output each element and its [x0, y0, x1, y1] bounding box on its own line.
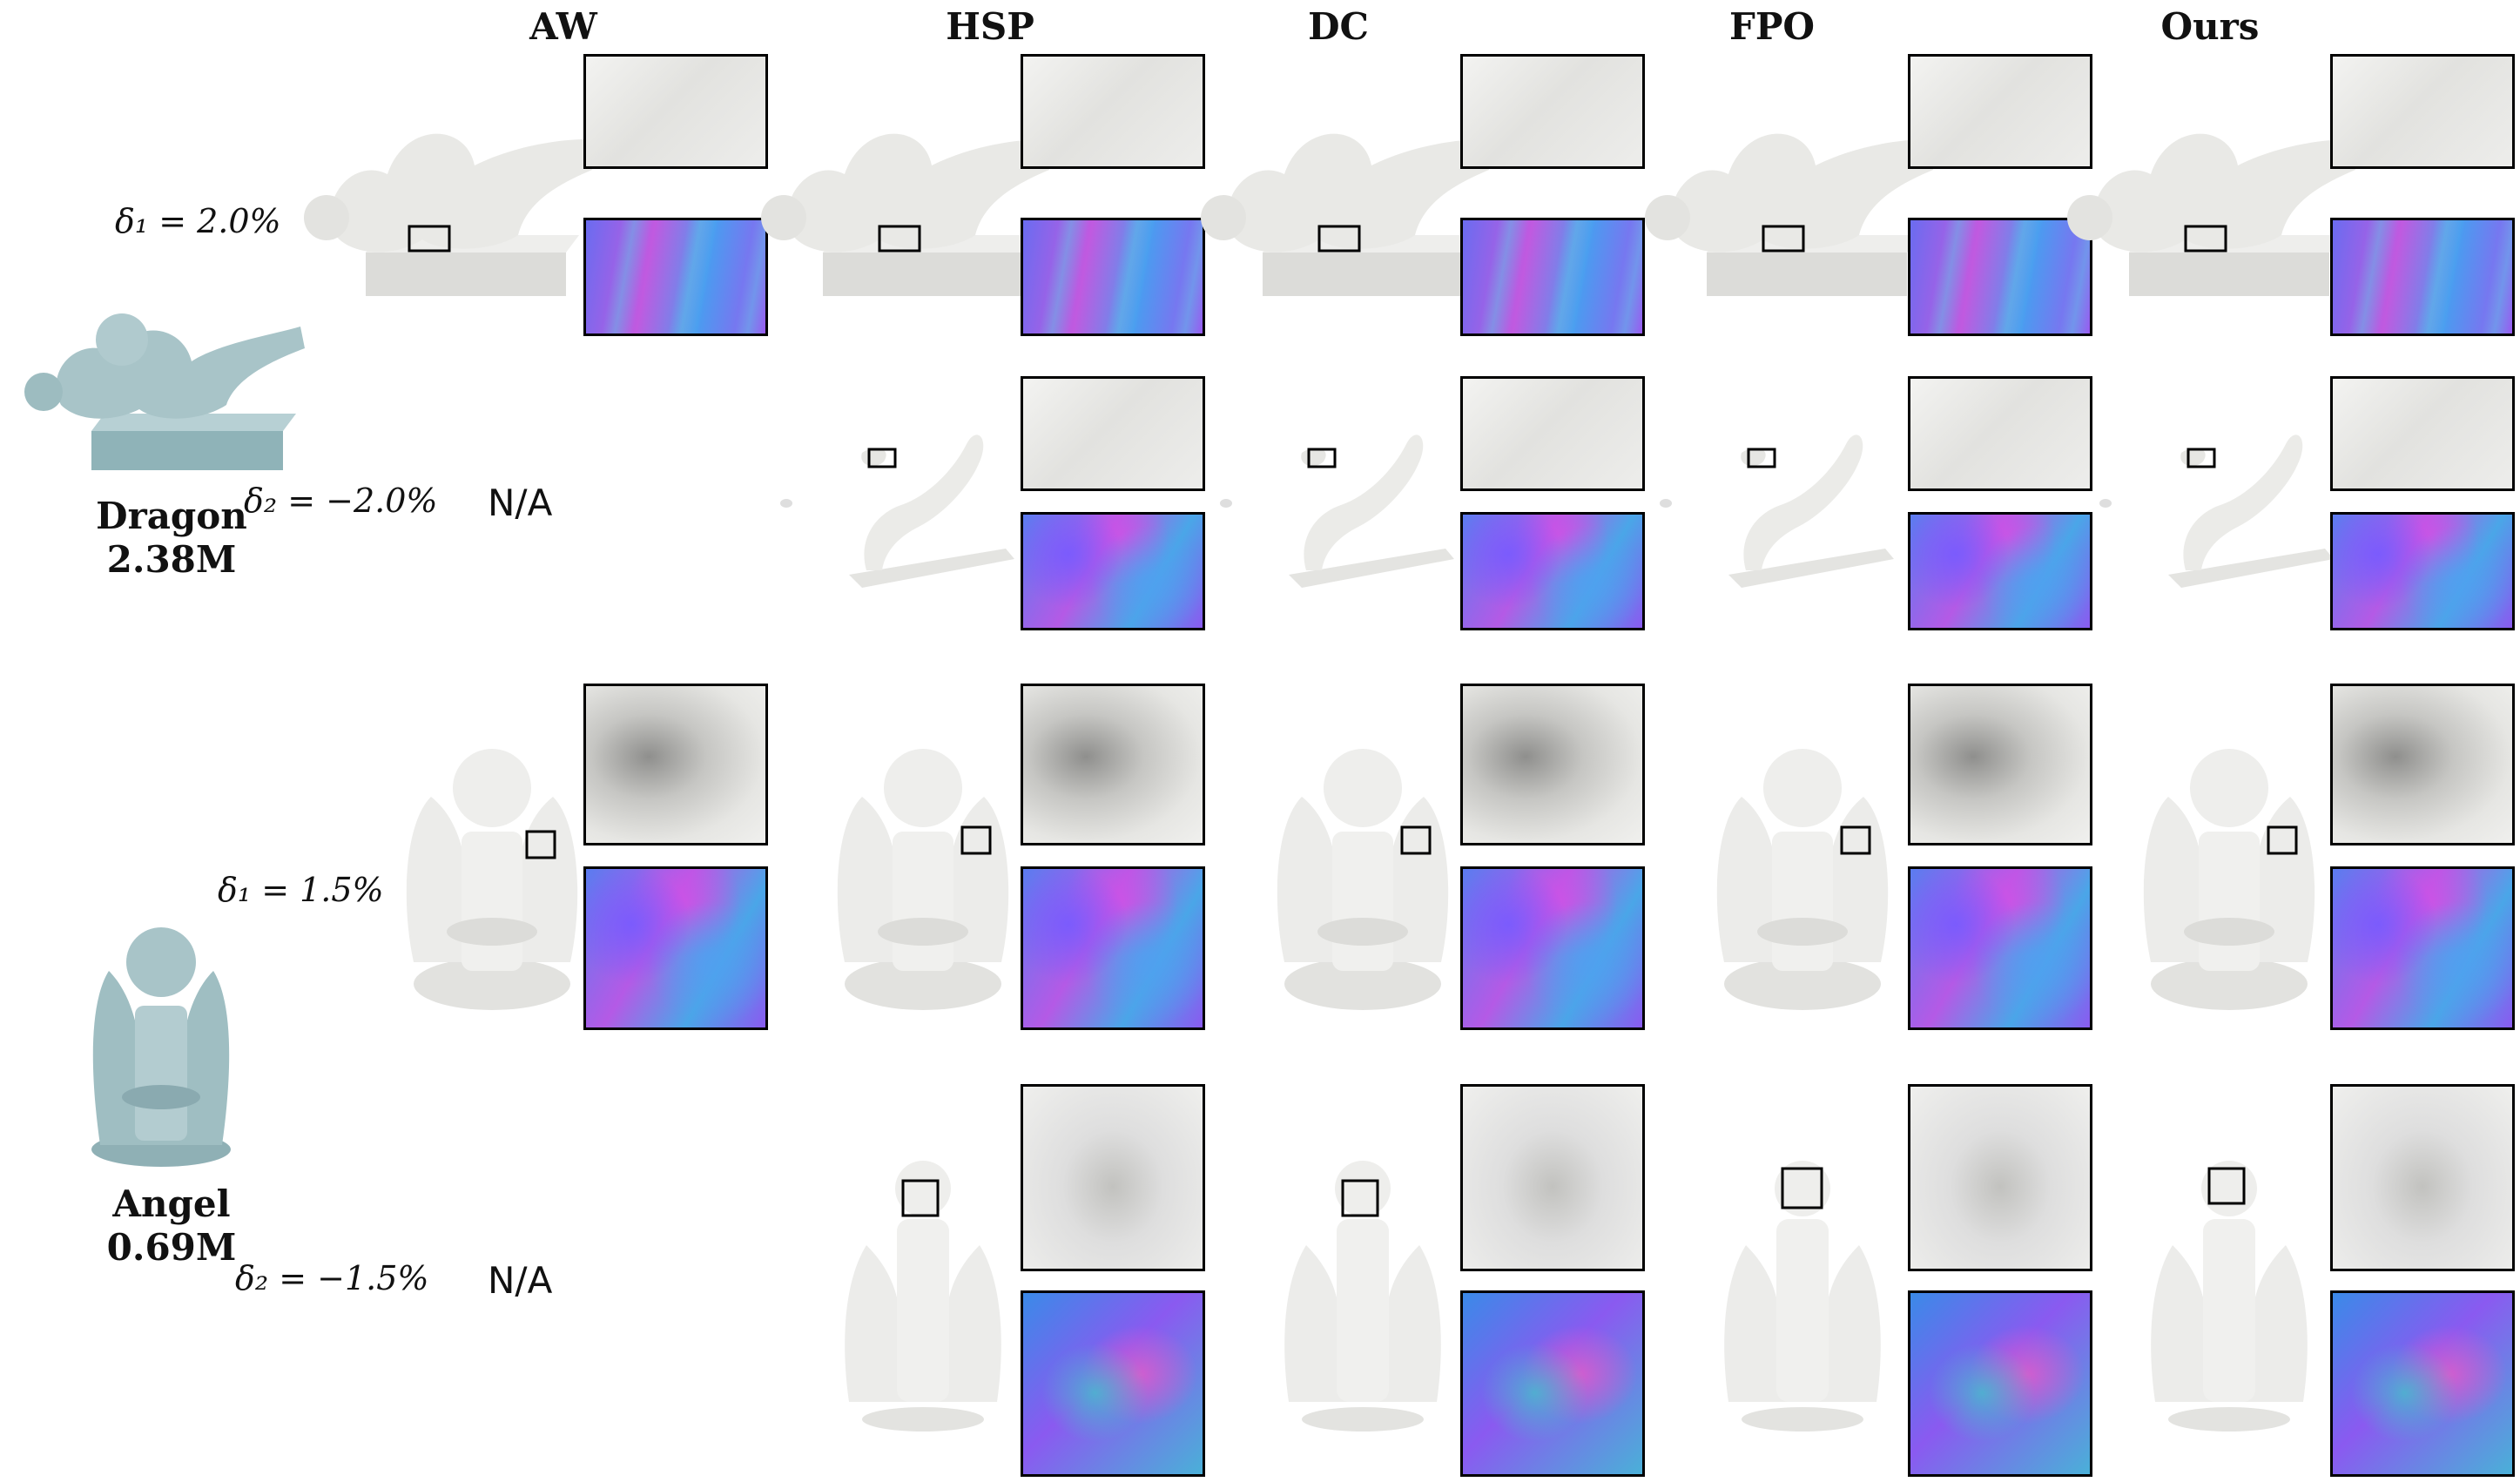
dragon-render: [1645, 133, 1933, 296]
col-heading-fpo: FPO: [1729, 5, 1815, 48]
zoom-gray: [583, 684, 768, 845]
model-name-dragon: Dragon 2.38M: [84, 495, 259, 582]
zoom-normal-map: [583, 866, 768, 1030]
zoom-gray: [2330, 684, 2515, 845]
dragon-render: [304, 133, 592, 296]
zoom-normal-map: [1460, 218, 1645, 336]
zoom-normal-map: [1460, 1290, 1645, 1477]
angel-thin-render: [1284, 1161, 1441, 1431]
col-heading-ours: Ours: [2160, 5, 2260, 48]
delta-label-angel-1: δ₁ = 1.5%: [218, 871, 384, 909]
dragon-render: [761, 133, 1049, 296]
angel-thin-render: [845, 1161, 1001, 1431]
zoom-gray: [1460, 1084, 1645, 1271]
na-label-dragon: N/A: [488, 482, 553, 524]
zoom-gray: [1021, 1084, 1205, 1271]
zoom-normal-map: [1908, 1290, 2092, 1477]
na-label-angel: N/A: [488, 1259, 553, 1302]
zoom-normal-map: [1908, 866, 2092, 1030]
zoom-gray: [1021, 54, 1205, 169]
delta-label-dragon-2: δ₂ = −2.0%: [244, 482, 438, 520]
zoom-gray: [583, 54, 768, 169]
dragon-input-image: [24, 313, 306, 470]
zoom-normal-map: [1021, 512, 1205, 630]
zoom-gray: [2330, 376, 2515, 491]
zoom-normal-map: [1021, 1290, 1205, 1477]
dragon-render: [1201, 133, 1489, 296]
zoom-gray: [1460, 54, 1645, 169]
delta-label-angel-2: δ₂ = −1.5%: [235, 1259, 429, 1297]
dragon-thin-render: [1660, 434, 1894, 588]
model-title: Dragon: [96, 495, 247, 537]
angel-render: [2143, 749, 2315, 1010]
angel-render: [406, 749, 578, 1010]
angel-render: [1277, 749, 1449, 1010]
zoom-gray: [2330, 54, 2515, 169]
angel-thin-render: [2151, 1161, 2308, 1431]
zoom-normal-map: [1460, 512, 1645, 630]
dragon-thin-render: [2099, 434, 2334, 588]
zoom-normal-map: [583, 218, 768, 336]
zoom-normal-map: [1021, 218, 1205, 336]
zoom-gray: [2330, 1084, 2515, 1271]
angel-render: [837, 749, 1009, 1010]
zoom-normal-map: [1908, 512, 2092, 630]
angel-render: [1716, 749, 1889, 1010]
col-heading-dc: DC: [1308, 5, 1369, 48]
zoom-gray: [1908, 376, 2092, 491]
col-heading-aw: AW: [529, 5, 597, 48]
zoom-normal-map: [1908, 218, 2092, 336]
zoom-normal-map: [1021, 866, 1205, 1030]
dragon-thin-render: [780, 434, 1014, 588]
angel-thin-render: [1724, 1161, 1881, 1431]
dragon-thin-render: [1220, 434, 1454, 588]
col-heading-hsp: HSP: [946, 5, 1034, 48]
zoom-gray: [1908, 684, 2092, 845]
zoom-normal-map: [2330, 218, 2515, 336]
zoom-normal-map: [2330, 512, 2515, 630]
delta-label-dragon-1: δ₁ = 2.0%: [115, 202, 281, 240]
zoom-normal-map: [2330, 1290, 2515, 1477]
zoom-gray: [1021, 684, 1205, 845]
zoom-gray: [1908, 54, 2092, 169]
dragon-render: [2067, 133, 2355, 296]
zoom-gray: [1460, 376, 1645, 491]
model-face-count: 2.38M: [106, 538, 237, 581]
zoom-normal-map: [2330, 866, 2515, 1030]
model-title: Angel: [112, 1182, 231, 1225]
zoom-gray: [1908, 1084, 2092, 1271]
model-name-angel: Angel 0.69M: [84, 1182, 259, 1270]
angel-input-image: [91, 927, 231, 1167]
model-face-count: 0.69M: [106, 1226, 237, 1269]
zoom-normal-map: [1460, 866, 1645, 1030]
zoom-gray: [1460, 684, 1645, 845]
zoom-gray: [1021, 376, 1205, 491]
